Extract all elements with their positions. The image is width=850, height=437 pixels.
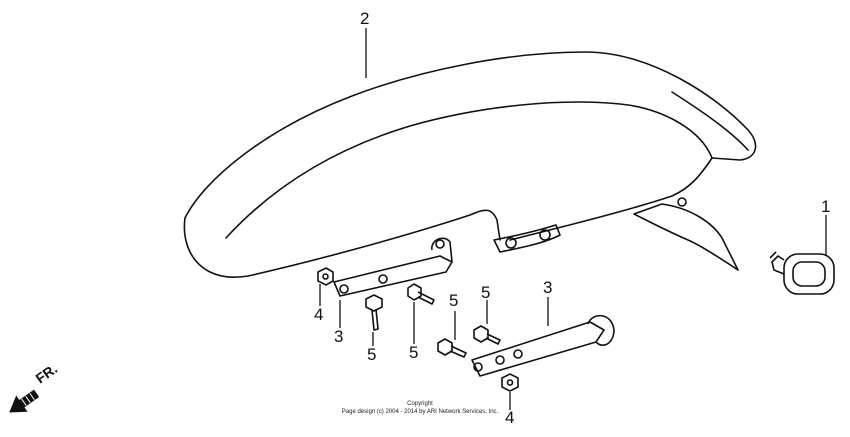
callout-bolt-a: 5 (367, 345, 376, 364)
callout-nut-bottom: 4 (505, 408, 514, 427)
callout-bolt-c: 5 (449, 291, 458, 310)
bolt-a[interactable] (365, 294, 383, 331)
arrow-icon (9, 389, 40, 413)
bolt-d[interactable] (473, 325, 501, 345)
direction-label: FR. (33, 360, 61, 386)
callout-bolt-d: 5 (481, 283, 490, 302)
nut-bottom[interactable] (501, 373, 519, 392)
callout-stay-left: 3 (334, 327, 343, 346)
front-fender[interactable] (183, 51, 757, 278)
fender-stay-left[interactable] (333, 237, 453, 297)
callout-fender: 2 (360, 9, 369, 28)
callout-bolt-b: 5 (409, 343, 418, 362)
bolt-c[interactable] (437, 338, 467, 358)
reflector[interactable] (769, 251, 835, 295)
callout-stay-right: 3 (543, 278, 552, 297)
callout-nut-left: 4 (314, 305, 323, 324)
nut-left[interactable] (317, 267, 334, 286)
leader-lines (319, 28, 827, 410)
bolt-b[interactable] (407, 283, 435, 305)
copyright-notice: Page design (c) 2004 - 2014 by ARI Netwo… (341, 409, 499, 415)
callout-reflector: 1 (821, 197, 830, 216)
fender-stay-right[interactable] (471, 314, 615, 377)
copyright-title: Copyright (407, 401, 433, 407)
